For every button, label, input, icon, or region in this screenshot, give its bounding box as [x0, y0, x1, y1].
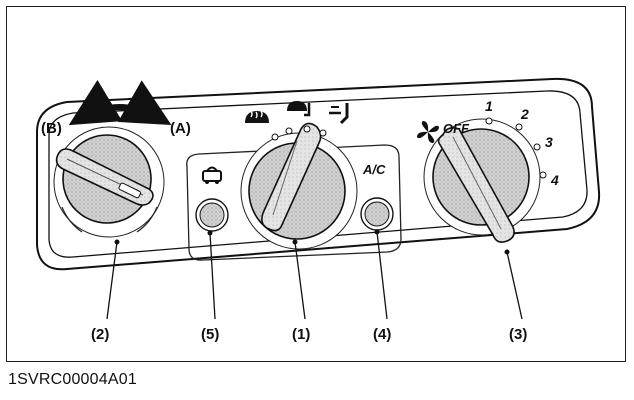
figure-id: 1SVRC00004A01: [8, 371, 137, 388]
fan-speed-2: 2: [520, 106, 529, 122]
fan-icon: [417, 121, 439, 143]
callout-4: (4): [373, 326, 391, 343]
mode-knob[interactable]: [240, 122, 358, 250]
rotation-arrow: [68, 79, 172, 126]
callout-1: (1): [292, 326, 310, 343]
direction-label-a: (A): [170, 120, 191, 137]
figure-frame: (B) (A) A/C: [6, 6, 626, 362]
defrost-floor-icon: [287, 101, 311, 117]
ac-label: A/C: [362, 162, 386, 177]
defrost-icon: [245, 110, 269, 123]
fan-speed-4: 4: [550, 172, 559, 188]
callout-2: (2): [91, 326, 109, 343]
recirculation-button[interactable]: [195, 198, 229, 232]
leader-lines: [106, 231, 523, 320]
center-recess: [186, 144, 402, 261]
floor-vent-icon: [329, 103, 349, 125]
fan-speed-3: 3: [545, 134, 553, 150]
recirculation-icon: [202, 166, 222, 184]
callout-5: (5): [201, 326, 219, 343]
callout-3: (3): [509, 326, 527, 343]
direction-label-b: (B): [41, 120, 62, 137]
fan-speed-1: 1: [485, 98, 493, 114]
fan-off-label: OFF: [443, 121, 470, 136]
fan-speed-knob[interactable]: [423, 118, 541, 243]
control-panel-diagram: (B) (A) A/C: [36, 77, 601, 343]
ac-button[interactable]: [360, 197, 394, 231]
temperature-knob[interactable]: [53, 126, 165, 238]
